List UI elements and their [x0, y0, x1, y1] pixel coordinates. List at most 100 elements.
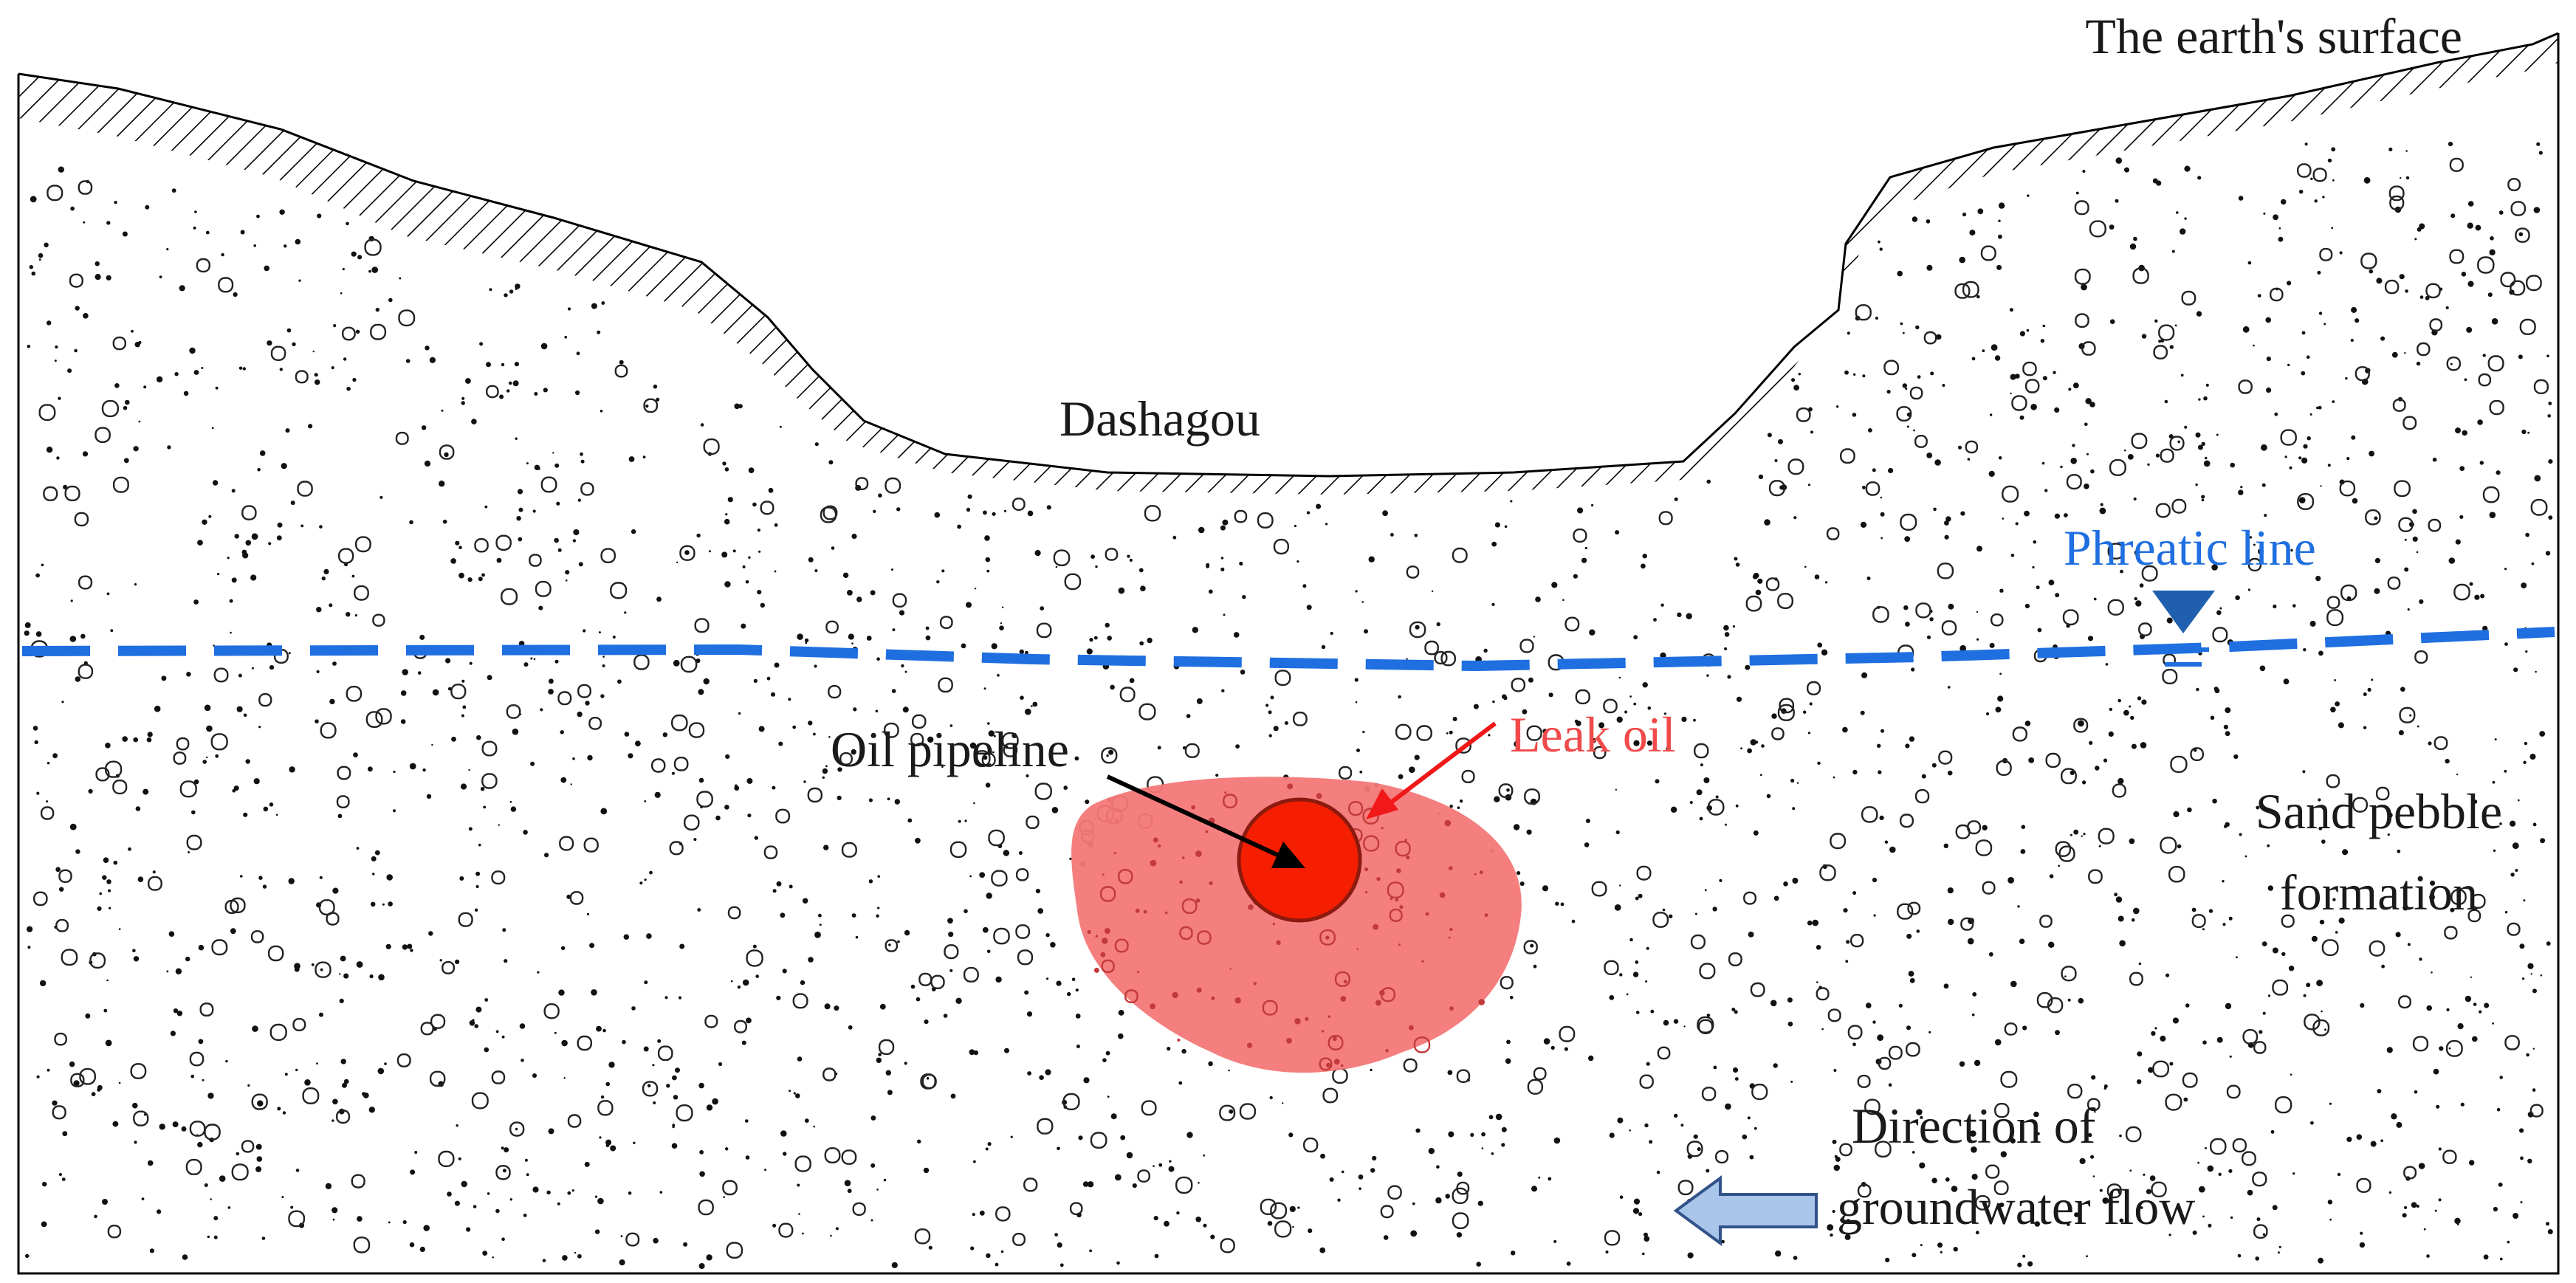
sand-grain [1614, 904, 1621, 911]
pebble [1184, 743, 1200, 758]
sand-grain [1268, 734, 1272, 737]
sand-grain [212, 480, 219, 486]
sand-grain [251, 667, 254, 670]
sand-grain [1316, 503, 1322, 509]
sand-grain [1670, 806, 1677, 814]
sand-grain [2197, 1161, 2200, 1164]
pebble [1701, 1087, 1717, 1101]
pebble [375, 708, 392, 725]
sand-grain [123, 405, 128, 410]
sand-grain [106, 979, 109, 982]
sand-grain [734, 784, 738, 788]
sand-grain [727, 497, 733, 503]
pebble [1990, 613, 2004, 627]
sand-grain [741, 1040, 746, 1045]
sand-grain [868, 879, 873, 884]
pebble [828, 685, 842, 699]
sand-grain [1501, 1127, 1507, 1132]
sand-grain [2329, 1218, 2332, 1221]
sand-grain [2380, 336, 2386, 341]
sand-grain [557, 548, 562, 552]
sand-grain [251, 533, 258, 540]
sand-grain [259, 450, 266, 456]
sand-grain [1674, 497, 1678, 501]
sand-grain [543, 388, 548, 393]
sand-grain [1406, 855, 1410, 860]
sand-grain [206, 725, 213, 732]
sand-grain [205, 230, 210, 235]
sand-grain [2129, 838, 2135, 845]
pebble [2312, 1019, 2330, 1036]
sand-grain [2431, 971, 2433, 974]
pebble [763, 845, 778, 859]
sand-grain [2000, 1151, 2007, 1158]
sand-grain [1107, 636, 1112, 641]
sand-grain [1747, 748, 1753, 754]
sand-grain [1321, 1030, 1325, 1033]
sand-grain [2010, 392, 2012, 395]
sand-grain [699, 1171, 705, 1177]
sand-grain [2070, 458, 2077, 464]
sand-grain [2177, 440, 2180, 444]
pebble [318, 899, 335, 916]
sand-grain [2191, 907, 2197, 912]
sand-grain [425, 345, 430, 351]
sand-grain [197, 540, 203, 546]
sand-grain [316, 607, 322, 613]
sand-grain [141, 1197, 145, 1200]
sand-grain [724, 805, 729, 810]
sand-grain [768, 487, 774, 493]
sand-grain [106, 275, 111, 281]
pebble [2429, 318, 2443, 332]
pebble [1907, 901, 1921, 915]
sand-grain [1962, 212, 1967, 217]
sand-grain [654, 791, 661, 798]
sand-grain [2129, 1169, 2132, 1172]
sand-grain [1153, 1165, 1155, 1167]
pebble [1996, 760, 2012, 777]
sand-grain [2381, 964, 2386, 969]
sand-grain [198, 944, 205, 951]
sand-grain [346, 612, 351, 617]
sand-grain [486, 362, 491, 368]
sand-grain [746, 1017, 752, 1024]
sand-grain [2429, 894, 2435, 901]
sand-grain [642, 455, 646, 458]
sand-grain [1509, 996, 1514, 1000]
pebble [1658, 511, 1673, 526]
sand-grain [262, 884, 267, 889]
sand-grain [571, 1189, 574, 1192]
sand-grain [567, 307, 571, 311]
sand-grain [1178, 1081, 1183, 1085]
sand-grain [30, 196, 37, 203]
sand-grain [204, 704, 211, 712]
sand-grain [848, 633, 854, 640]
sand-grain [1748, 932, 1754, 938]
sand-grain [1421, 960, 1424, 963]
sand-grain [819, 923, 822, 926]
sand-grain [1618, 676, 1621, 679]
pebble [2445, 1039, 2463, 1057]
sand-grain [236, 1152, 240, 1156]
sand-grain [1724, 647, 1728, 650]
sand-grain [1024, 990, 1029, 995]
sand-grain [894, 799, 901, 805]
sand-grain [2538, 151, 2543, 155]
sand-grain [255, 1166, 262, 1172]
sand-grain [1638, 893, 1643, 898]
pebble [2280, 429, 2297, 446]
sand-grain [496, 557, 502, 563]
pebble [535, 580, 552, 597]
pebble [2425, 283, 2441, 299]
pebble [1500, 976, 1514, 990]
sand-grain [2266, 357, 2271, 362]
sand-grain [1988, 470, 1995, 478]
sand-grain [2223, 825, 2228, 828]
sand-grain [1102, 1058, 1107, 1062]
sand-grain [1633, 740, 1640, 746]
sand-grain [36, 791, 40, 795]
sand-grain [2086, 1255, 2088, 1258]
sand-grain [238, 673, 242, 678]
sand-grain [1706, 1169, 1710, 1173]
sand-grain [455, 540, 460, 546]
